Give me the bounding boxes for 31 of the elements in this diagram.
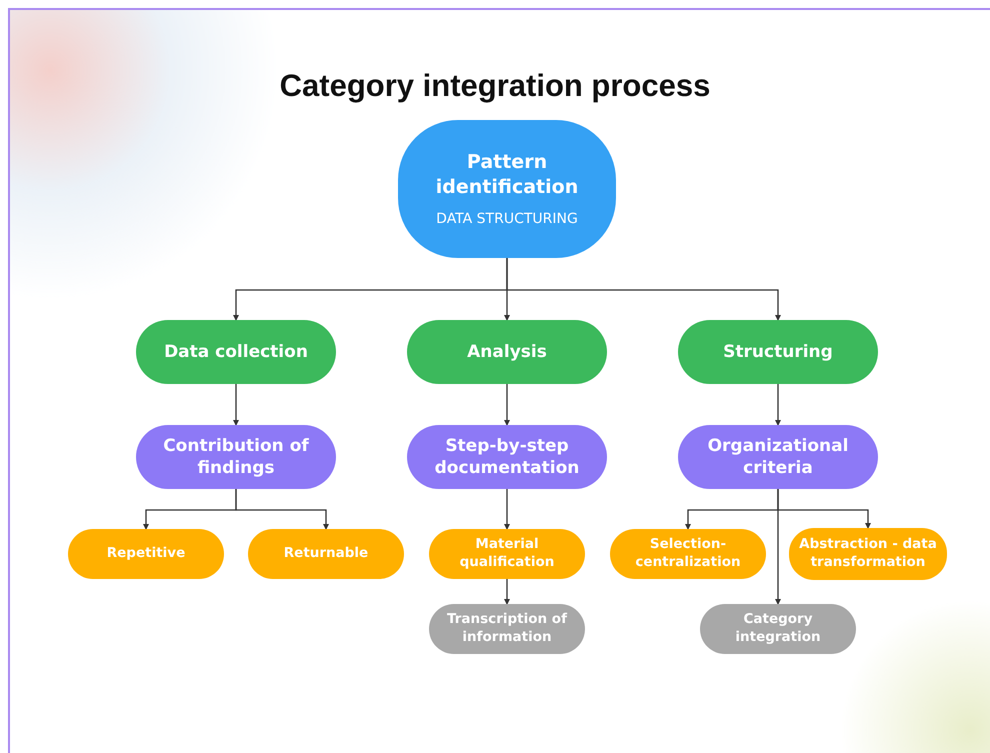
node-label: Step-by-step documentation xyxy=(434,434,580,480)
process-box xyxy=(700,604,856,654)
arrow xyxy=(506,258,781,321)
node-label: Material qualification xyxy=(458,536,556,572)
node-label: Structuring xyxy=(723,340,833,364)
arrow xyxy=(233,384,239,426)
node-label: Returnable xyxy=(284,545,368,563)
node-label: Pattern identification xyxy=(434,150,580,200)
node-label: Organizational criteria xyxy=(706,434,850,480)
node-label: Analysis xyxy=(467,340,547,364)
node-label: Selection-centralization xyxy=(634,536,742,572)
node-label: Contribution of findings xyxy=(162,434,310,480)
arrow xyxy=(775,489,781,605)
process-box xyxy=(610,529,766,579)
process-box xyxy=(789,528,947,580)
arrow xyxy=(504,489,510,530)
arrow xyxy=(504,579,510,605)
process-box xyxy=(429,604,585,654)
diagram-title: Category integration process xyxy=(278,68,712,104)
node-label: Repetitive xyxy=(106,545,186,563)
arrow xyxy=(775,384,781,426)
process-box xyxy=(68,529,224,579)
node-label: Data collection xyxy=(164,340,308,364)
node-label: Transcription of information xyxy=(446,611,568,647)
arrow xyxy=(504,384,510,426)
process-box xyxy=(429,529,585,579)
node-label: Abstraction - data transformation xyxy=(799,536,937,572)
process-box xyxy=(248,529,404,579)
arrow xyxy=(235,489,329,530)
node-label: Category integration xyxy=(734,611,822,647)
node-subtitle: DATA STRUCTURING xyxy=(436,210,578,228)
